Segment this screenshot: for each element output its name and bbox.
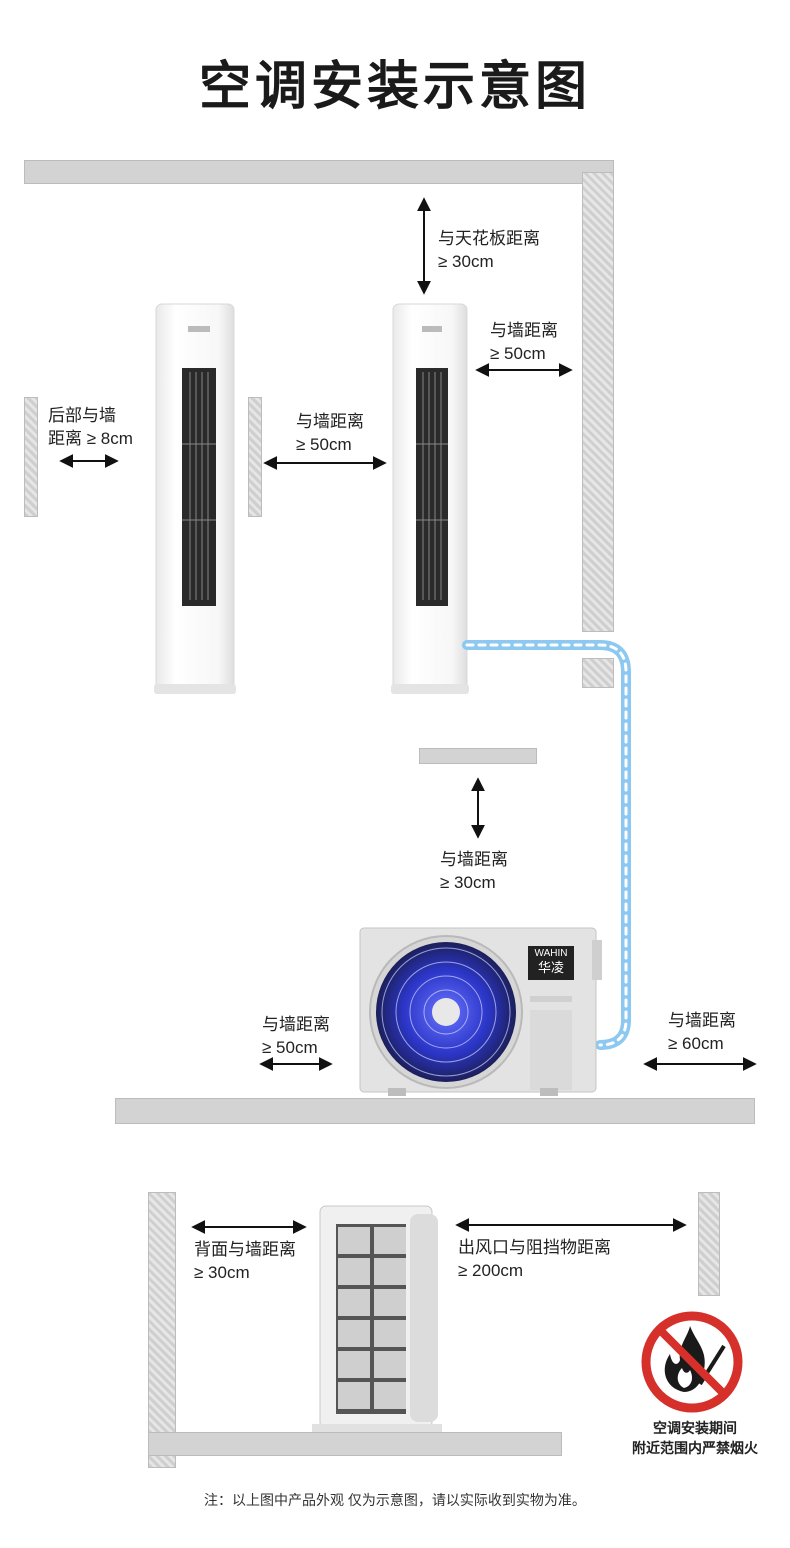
- floating-wall-outdoor-top: [419, 748, 537, 764]
- outdoor-unit: [359, 927, 602, 1096]
- rear-wall-left: [24, 397, 38, 517]
- label-outdoor-top: 与墙距离 ≥ 30cm: [440, 850, 508, 892]
- refrigerant-pipe: [462, 640, 631, 1050]
- label-ceiling: 与天花板距离 ≥ 30cm: [438, 229, 540, 271]
- bottom-right-obstacle: [698, 1192, 720, 1296]
- right-room-wall-lower: [582, 658, 614, 688]
- label-rear-wall: 后部与墙 距离 ≥ 8cm: [48, 406, 133, 448]
- warning-caption: 空调安装期间 附近范围内严禁烟火: [632, 1420, 758, 1456]
- dimension-arrows: [59, 197, 757, 1234]
- ground-slab: [115, 1098, 755, 1124]
- label-outlet: 出风口与阻挡物距离 ≥ 200cm: [458, 1238, 611, 1280]
- label-right-wall-top: 与墙距离 ≥ 50cm: [490, 321, 558, 363]
- label-back-wall: 背面与墙距离 ≥ 30cm: [194, 1240, 296, 1282]
- ceiling-wall: [24, 160, 614, 184]
- label-outdoor-right: 与墙距离 ≥ 60cm: [668, 1011, 736, 1053]
- brand-logo: WAHIN 华凌: [528, 947, 574, 979]
- bottom-left-wall: [148, 1192, 176, 1468]
- rear-wall-middle: [248, 397, 262, 517]
- bottom-floor: [148, 1432, 562, 1456]
- brand-cn: 华凌: [537, 960, 564, 975]
- right-room-wall: [582, 172, 614, 632]
- page-title: 空调安装示意图: [198, 57, 591, 117]
- indoor-unit-right: [391, 303, 469, 694]
- indoor-unit-left: [154, 303, 236, 694]
- no-fire-icon: [641, 1311, 743, 1413]
- label-outdoor-left: 与墙距离 ≥ 50cm: [262, 1015, 330, 1057]
- footnote: 注：以上图中产品外观 仅为示意图，请以实际收到实物为准。: [204, 1492, 586, 1508]
- brand-en: WAHIN: [534, 948, 568, 959]
- outdoor-unit-side: [312, 1205, 442, 1432]
- label-between-units: 与墙距离 ≥ 50cm: [296, 412, 364, 454]
